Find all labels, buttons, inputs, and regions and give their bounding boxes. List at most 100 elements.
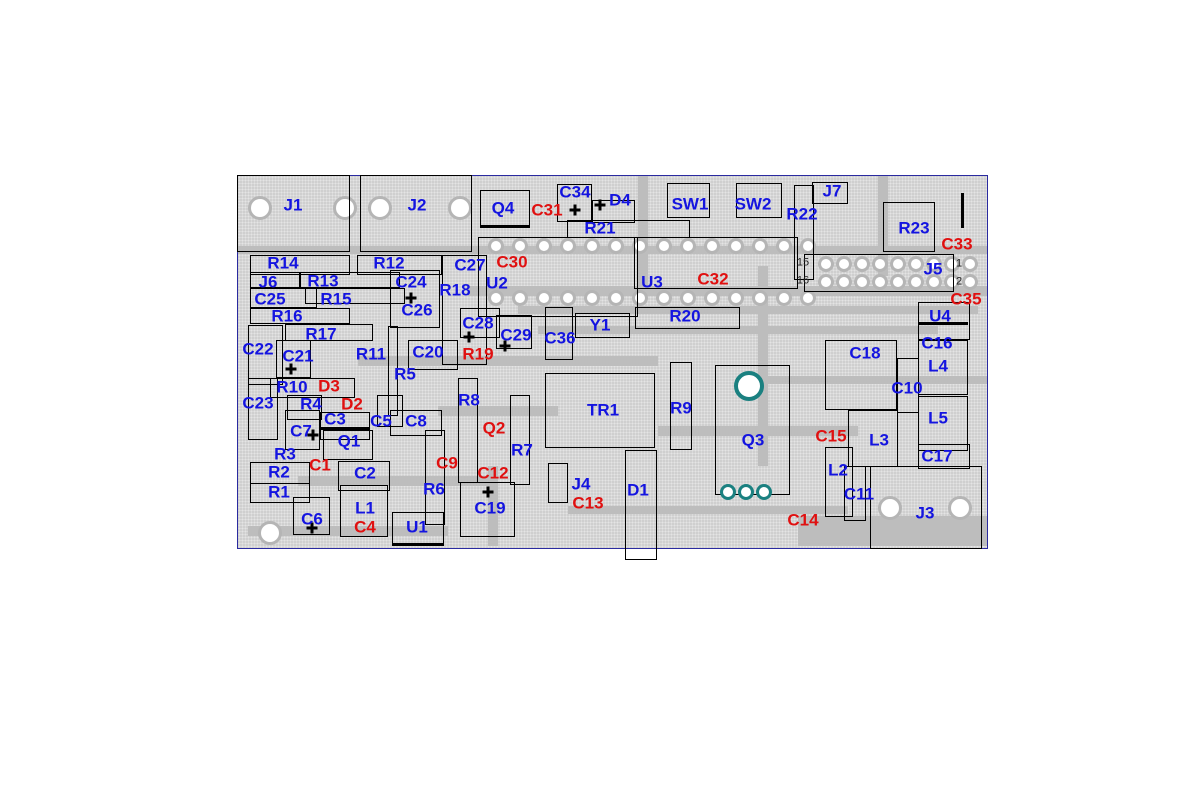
component-label-c19: C19 (474, 498, 506, 518)
pad (854, 256, 870, 272)
polarity-bar (918, 322, 968, 325)
component-label-c25: C25 (254, 289, 286, 309)
component-outline (287, 395, 322, 420)
component-label-sw1: SW1 (671, 194, 709, 214)
component-outline (250, 272, 300, 288)
pad (656, 290, 672, 306)
pad (872, 256, 888, 272)
component-label-c9: C9 (436, 453, 458, 473)
component-label-c22: C22 (242, 339, 274, 359)
pad (944, 274, 960, 290)
polarity-plus-icon (306, 522, 318, 534)
component-label-c33: C33 (941, 234, 973, 254)
component-label-d3: D3 (318, 376, 340, 396)
component-label-j7: J7 (822, 181, 842, 201)
pad (818, 274, 834, 290)
component-outline (918, 340, 968, 395)
pad (512, 290, 528, 306)
component-label-c27: C27 (454, 255, 486, 275)
component-outline (870, 466, 982, 549)
component-label-j1: J1 (283, 195, 303, 215)
component-label-c24: C24 (395, 272, 427, 292)
copper-trace (638, 176, 648, 296)
pad (560, 290, 576, 306)
component-outline (883, 202, 935, 252)
component-label-r12: R12 (373, 253, 405, 273)
pin-number-label: 2 (955, 275, 963, 288)
component-outline (557, 184, 592, 222)
pad (890, 256, 906, 272)
component-label-r5: R5 (394, 364, 416, 384)
component-label-r16: R16 (271, 306, 303, 326)
component-outline (320, 412, 370, 440)
component-outline (634, 237, 798, 289)
pad (536, 238, 552, 254)
component-label-r4: R4 (300, 394, 322, 414)
component-label-j4: J4 (571, 474, 591, 494)
component-outline (635, 307, 740, 329)
component-outline (545, 373, 655, 448)
pad (536, 290, 552, 306)
pad (752, 290, 768, 306)
component-outline (510, 395, 530, 485)
pad (818, 256, 834, 272)
pad (608, 290, 624, 306)
component-outline (285, 410, 320, 450)
pad (908, 274, 924, 290)
component-label-sw2: SW2 (734, 194, 772, 214)
component-label-c16: C16 (921, 333, 953, 353)
component-outline (248, 325, 283, 385)
copper-trace (538, 326, 938, 334)
component-label-r10: R10 (276, 377, 308, 397)
component-outline (825, 447, 853, 517)
component-outline (670, 362, 692, 450)
component-label-r19: R19 (462, 344, 494, 364)
component-outline (276, 340, 311, 378)
component-label-r3: R3 (274, 444, 296, 464)
component-label-tr1: TR1 (586, 400, 620, 420)
pad (728, 290, 744, 306)
component-label-r22: R22 (786, 204, 818, 224)
component-label-c17: C17 (921, 446, 953, 466)
component-label-u1: U1 (406, 517, 428, 537)
component-label-c5: C5 (370, 411, 392, 431)
component-label-c31: C31 (531, 200, 563, 220)
component-outline (460, 482, 515, 537)
component-outline (918, 302, 970, 340)
component-label-r15: R15 (320, 289, 352, 309)
component-outline (918, 444, 970, 469)
pad (800, 290, 816, 306)
component-outline (575, 313, 630, 338)
component-label-l2: L2 (828, 460, 848, 480)
component-label-c32: C32 (697, 269, 729, 289)
component-label-c34: C34 (559, 182, 591, 202)
polarity-plus-icon (499, 340, 511, 352)
pad (836, 256, 852, 272)
component-label-r21: R21 (584, 218, 616, 238)
pad (962, 274, 978, 290)
component-outline (442, 255, 487, 365)
component-label-c20: C20 (412, 342, 444, 362)
copper-trace (298, 476, 498, 486)
component-outline (804, 254, 954, 292)
pad (890, 274, 906, 290)
pin-number-label: 16 (796, 274, 810, 287)
component-outline (293, 497, 330, 535)
component-label-u2: U2 (486, 273, 508, 293)
component-label-r7: R7 (511, 440, 533, 460)
polarity-bar (392, 543, 444, 546)
component-label-r23: R23 (898, 218, 930, 238)
polarity-plus-icon (482, 486, 494, 498)
transistor-pad (756, 484, 772, 500)
copper-trace (488, 466, 498, 546)
component-outline (340, 485, 388, 537)
component-label-c7: C7 (290, 421, 312, 441)
mounting-hole-icon (734, 371, 764, 401)
component-label-c6: C6 (301, 509, 323, 529)
pad (632, 290, 648, 306)
component-label-r6: R6 (423, 479, 445, 499)
component-outline (390, 410, 442, 436)
component-label-c11: C11 (843, 484, 875, 504)
component-outline (625, 450, 657, 560)
component-label-u3: U3 (641, 272, 663, 292)
